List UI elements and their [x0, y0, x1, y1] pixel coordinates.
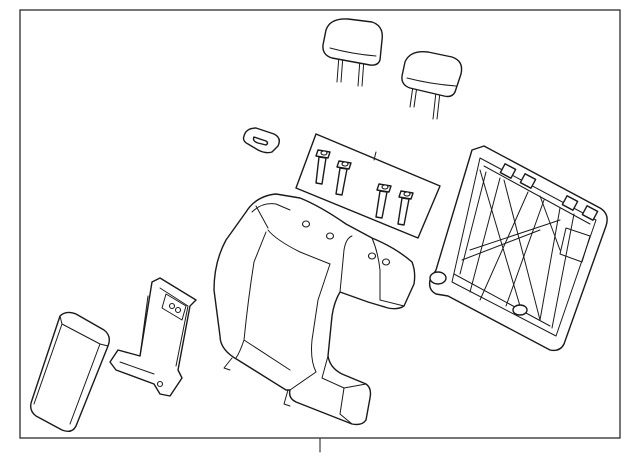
seat-back-frame[interactable] — [428, 145, 608, 352]
guide-pin — [335, 160, 352, 196]
armrest[interactable] — [29, 311, 111, 433]
guide-pin — [315, 149, 331, 185]
seat-back-cushion[interactable] — [213, 193, 416, 426]
headrest-left[interactable] — [322, 18, 383, 87]
headrest-right[interactable] — [401, 51, 463, 120]
guide-pin — [397, 190, 414, 226]
guide-clip[interactable] — [242, 127, 281, 154]
guide-set[interactable] — [295, 133, 441, 239]
armrest-bracket[interactable] — [109, 277, 197, 397]
guide-pin — [375, 183, 392, 219]
